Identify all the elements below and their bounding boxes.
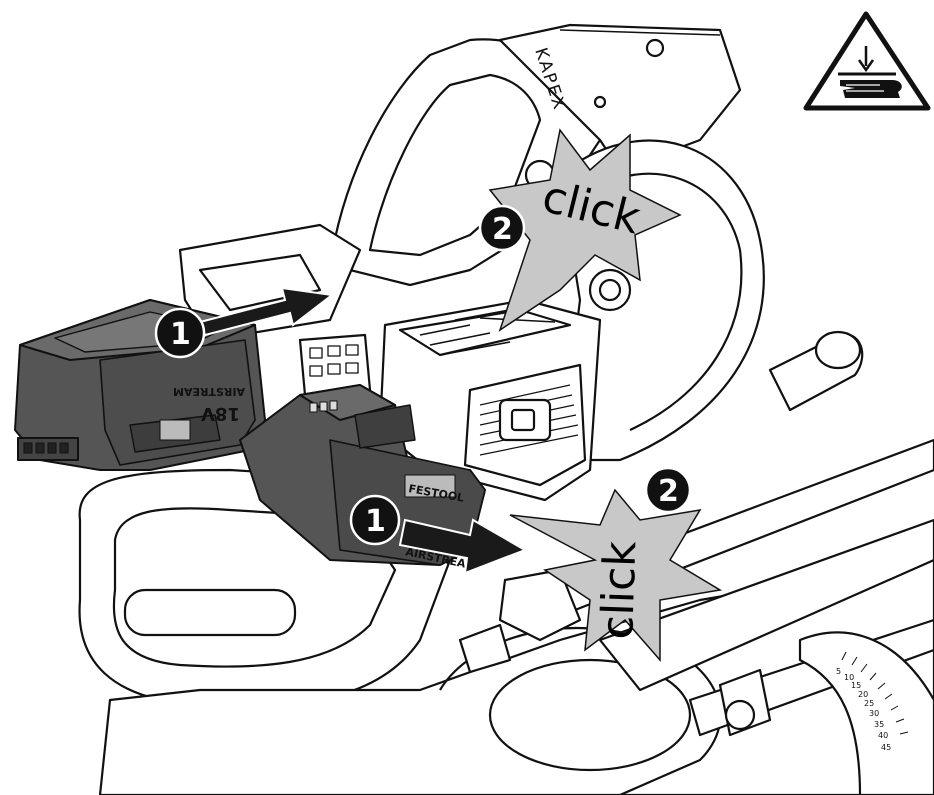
- click-burst-top: [488, 128, 682, 332]
- scale-tick-45: 45: [881, 743, 891, 752]
- battery-pack-front: [239, 384, 486, 566]
- step-badge-2-front: 2: [644, 466, 692, 514]
- scale-tick-25: 25: [864, 699, 874, 708]
- scale-tick-10: 10: [844, 673, 854, 682]
- step-badge-1-top-label: 1: [170, 317, 191, 352]
- scale-tick-30: 30: [869, 709, 879, 718]
- click-burst-front: [509, 488, 723, 662]
- step-badge-1-front-label: 1: [365, 504, 386, 539]
- hand-crush-warning-icon: [803, 11, 931, 111]
- step-badge-1-front: 1: [349, 494, 401, 546]
- battery-left-brand-label: AIRSTREAM: [173, 385, 245, 398]
- scale-tick-5: 5: [836, 667, 841, 676]
- step-badge-2-front-label: 2: [658, 474, 679, 509]
- battery-left-voltage-label: 18V: [201, 403, 240, 424]
- step-badge-2-top-label: 2: [492, 212, 513, 247]
- scale-tick-40: 40: [878, 731, 888, 740]
- click-text-front: click: [592, 540, 646, 641]
- scale-tick-35: 35: [874, 720, 884, 729]
- step-badge-1-top: 1: [154, 307, 206, 359]
- arrow-front-insert: [398, 518, 528, 575]
- scale-tick-15: 15: [851, 681, 861, 690]
- angle-scale: 5 10 15 20 25 30 35 40 45: [836, 651, 909, 752]
- step-badge-2-top: 2: [478, 204, 526, 252]
- scale-tick-20: 20: [858, 690, 868, 699]
- arrow-top-insert: [198, 286, 335, 337]
